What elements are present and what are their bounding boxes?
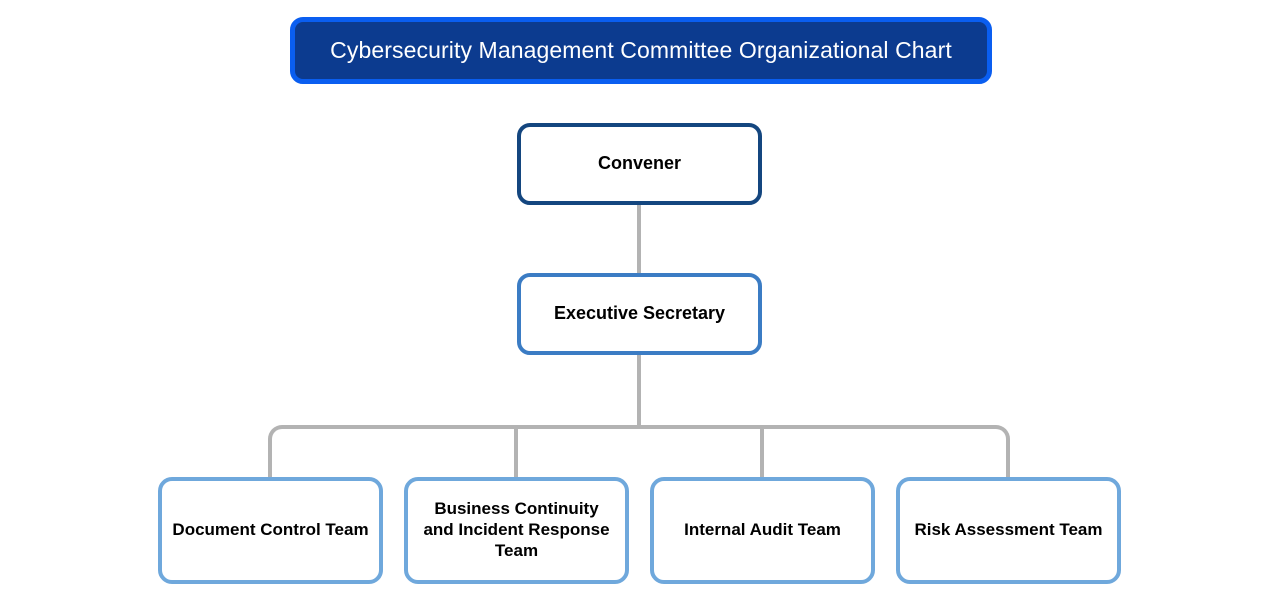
node-executive-secretary[interactable]: Executive Secretary (517, 273, 762, 355)
connector-drop-business-continuity (514, 427, 518, 477)
connector-secretary-to-bus (637, 355, 641, 427)
node-internal-audit-team[interactable]: Internal Audit Team (650, 477, 875, 584)
chart-title-text: Cybersecurity Management Committee Organ… (330, 37, 952, 63)
node-executive-secretary-label: Executive Secretary (553, 303, 726, 324)
chart-title-banner: Cybersecurity Management Committee Organ… (290, 17, 992, 84)
node-risk-assessment-team-label: Risk Assessment Team (914, 520, 1103, 540)
node-internal-audit-team-label: Internal Audit Team (684, 520, 841, 540)
node-convener[interactable]: Convener (517, 123, 762, 205)
node-risk-assessment-team[interactable]: Risk Assessment Team (896, 477, 1121, 584)
connector-horizontal-bus (268, 425, 1010, 477)
node-document-control-team-label: Document Control Team (172, 520, 369, 540)
node-business-continuity-and-incident-response-team[interactable]: Business Continuity and Incident Respons… (404, 477, 629, 584)
connector-convener-to-secretary (637, 205, 641, 275)
node-document-control-team[interactable]: Document Control Team (158, 477, 383, 584)
connector-drop-internal-audit (760, 427, 764, 477)
node-business-continuity-and-incident-response-team-label: Business Continuity and Incident Respons… (423, 499, 610, 560)
node-convener-label: Convener (597, 153, 682, 174)
